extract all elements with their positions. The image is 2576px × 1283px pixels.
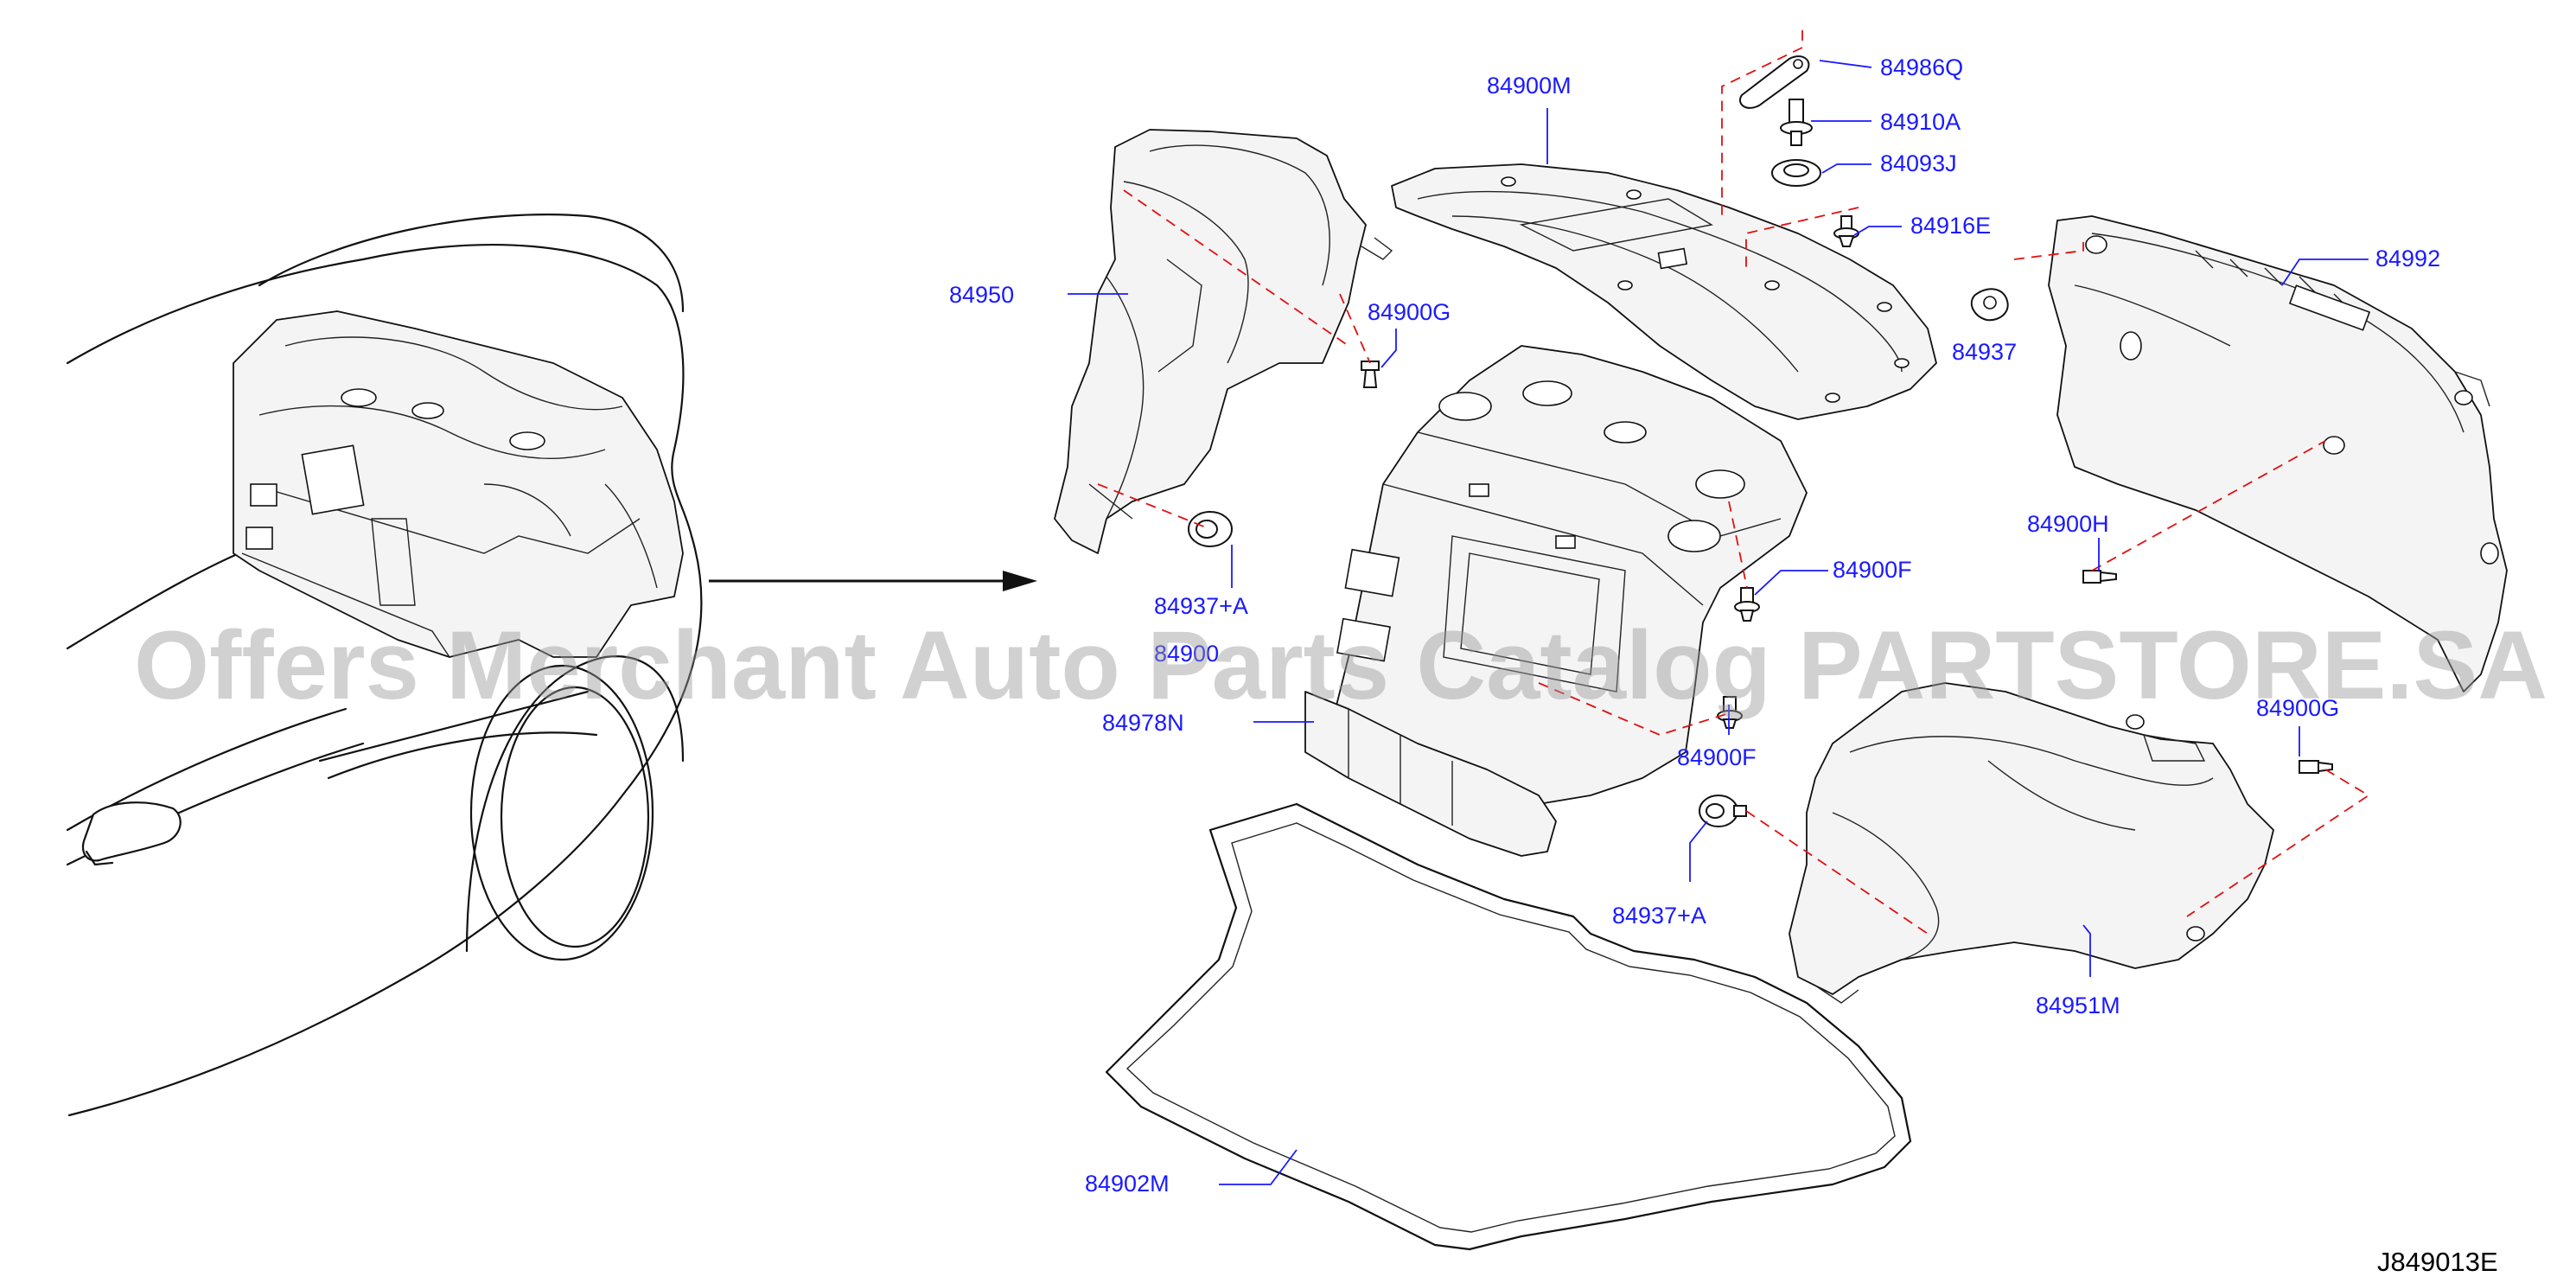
label-84950: 84950 — [949, 282, 1014, 308]
part-84951M-side-trim-right — [1789, 682, 2274, 1004]
alignment-guides — [1097, 30, 2370, 935]
label-84900H: 84900H — [2027, 511, 2109, 537]
label-84986Q: 84986Q — [1880, 54, 1963, 80]
fastener-84910A — [1780, 99, 1813, 146]
label-84916E: 84916E — [1910, 213, 1991, 239]
direction-arrow — [709, 571, 1037, 591]
watermark-text: Offers Merchant Auto Parts Catalog PARTS… — [134, 611, 2547, 719]
fastener-84093J — [1771, 159, 1821, 187]
vehicle-rear-overview — [66, 214, 703, 1117]
fastener-84937A-lower — [1699, 795, 1747, 827]
part-84902M-floor-mat — [1105, 802, 1912, 1251]
part-84978N-bracket — [1304, 691, 1557, 857]
label-84951M: 84951M — [2036, 993, 2120, 1018]
label-84937: 84937 — [1952, 339, 2017, 365]
label-84900G-top: 84900G — [1368, 299, 1451, 325]
label-84910A: 84910A — [1880, 109, 1961, 135]
fastener-84986Q — [1739, 55, 1810, 109]
label-84093J: 84093J — [1880, 150, 1957, 176]
label-84992: 84992 — [2375, 246, 2440, 271]
fastener-84900F-right — [1734, 587, 1760, 622]
label-84978N: 84978N — [1102, 710, 1184, 736]
part-labels: 84900M 84986Q 84910A 84093J 84916E 84992… — [949, 54, 2440, 1197]
part-84950-side-trim-left — [1054, 129, 1393, 554]
label-84900-partial: 84900 — [1154, 641, 1219, 667]
diagram-code: J849013E — [2377, 1247, 2498, 1277]
label-84900F-lower: 84900F — [1677, 744, 1757, 770]
label-84937A-left: 84937+A — [1154, 593, 1248, 619]
fastener-84937 — [1970, 288, 2009, 322]
callout-leaders — [1068, 60, 2369, 1185]
label-84900M: 84900M — [1487, 73, 1572, 99]
part-84900M-upper-trim — [1391, 163, 1937, 420]
part-84900-rear-panel — [1330, 345, 1808, 805]
fastener-84900F-lower — [1717, 696, 1743, 729]
fastener-84900G-top — [1361, 361, 1380, 388]
fastener-84900G-right — [2299, 760, 2333, 774]
label-84902M: 84902M — [1085, 1171, 1170, 1197]
fastener-84916E — [1833, 215, 1859, 247]
fastener-84900H — [2082, 570, 2117, 584]
label-84900F-right: 84900F — [1833, 557, 1912, 583]
label-84937A-lower: 84937+A — [1612, 903, 1706, 929]
label-84900G-right: 84900G — [2256, 695, 2339, 721]
part-84992-trim-panel — [2048, 215, 2508, 693]
